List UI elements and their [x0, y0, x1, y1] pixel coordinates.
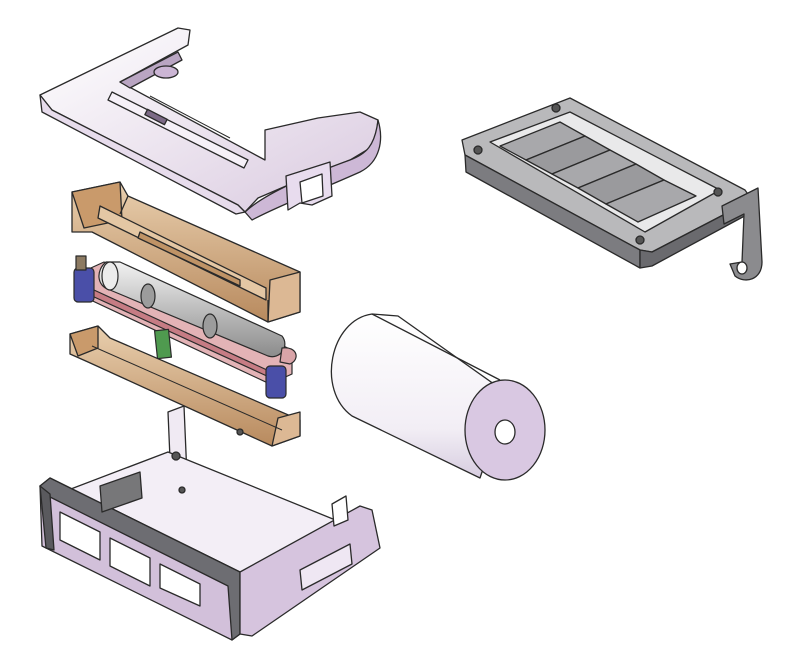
- roller-mechanism: [73, 255, 297, 399]
- base-tray: [461, 97, 763, 281]
- paper-roll: [330, 313, 546, 481]
- upper-bracket: [71, 181, 301, 323]
- housing-bottom: [39, 405, 381, 641]
- top-cover: [39, 27, 382, 221]
- lower-bracket: [69, 325, 301, 447]
